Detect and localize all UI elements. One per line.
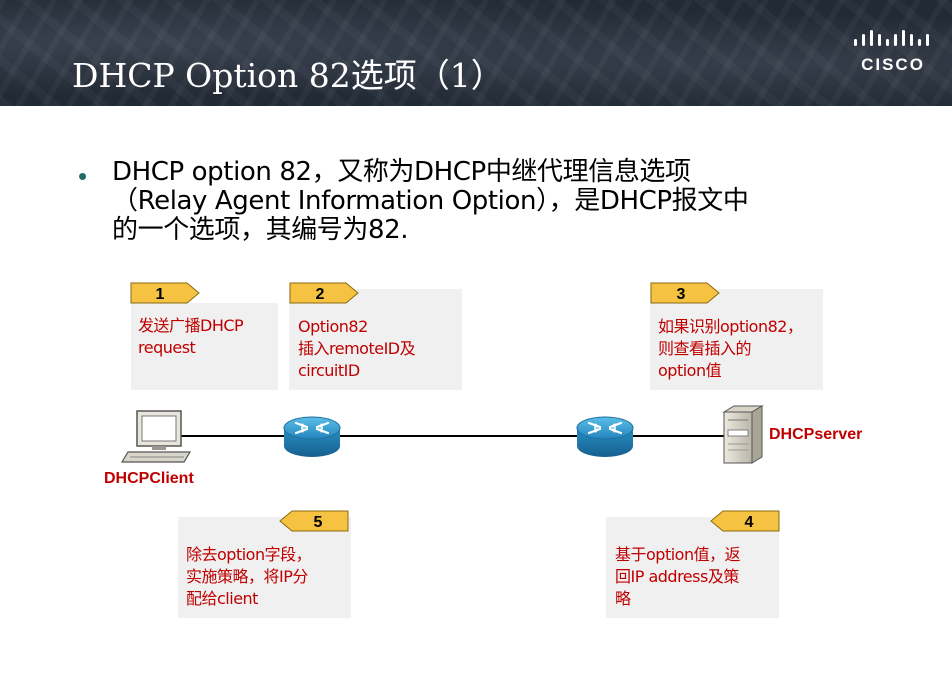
step-3-text: 如果识别option82， 则查看插入的 option值 bbox=[658, 316, 803, 382]
step-text-line: option值 bbox=[658, 361, 722, 380]
step-text-line: request bbox=[138, 338, 196, 357]
slide-title: DHCP Option 82选项（1） bbox=[72, 56, 504, 95]
logo-wordmark: CISCO bbox=[861, 55, 925, 74]
step-text-line: 配给client bbox=[186, 589, 258, 608]
router-icon bbox=[283, 416, 341, 457]
step-2-text: Option82 插入remoteID及 circuitID bbox=[298, 316, 416, 382]
step-2-number: 2 bbox=[316, 286, 325, 303]
step-4-box bbox=[606, 517, 779, 618]
cisco-bridge-icon bbox=[854, 30, 929, 46]
step-5-badge: 5 bbox=[279, 510, 349, 532]
step-5-box bbox=[178, 517, 351, 618]
bullet-paragraph: DHCP option 82，又称为DHCP中继代理信息选项 （Relay Ag… bbox=[112, 158, 872, 245]
header-banner: DHCP Option 82选项（1） CISCO bbox=[0, 0, 952, 106]
server-icon bbox=[722, 405, 764, 464]
step-text-line: 则查看插入的 bbox=[658, 339, 752, 358]
step-1-box bbox=[131, 303, 278, 390]
step-3-badge: 3 bbox=[650, 282, 720, 304]
paragraph-line: （Relay Agent Information Option），是DHCP报文… bbox=[112, 186, 749, 216]
step-text-line: 基于option值，返 bbox=[615, 545, 741, 564]
step-4-badge: 4 bbox=[710, 510, 780, 532]
step-1-text: 发送广播DHCP request bbox=[138, 315, 244, 359]
step-3-box bbox=[650, 289, 823, 390]
step-text-line: 略 bbox=[615, 589, 631, 608]
step-5-text: 除去option字段， 实施策略，将IP分 配给client bbox=[186, 544, 312, 610]
step-text-line: 插入remoteID及 bbox=[298, 339, 416, 358]
step-1-badge: 1 bbox=[130, 282, 200, 304]
step-3-number: 3 bbox=[677, 286, 686, 303]
paragraph-line: 的一个选项，其编号为82. bbox=[112, 215, 409, 245]
step-text-line: 除去option字段， bbox=[186, 545, 312, 564]
step-text-line: 如果识别option82， bbox=[658, 317, 803, 336]
step-text-line: 实施策略，将IP分 bbox=[186, 567, 308, 586]
bullet-marker: • bbox=[78, 161, 88, 191]
client-label: DHCPClient bbox=[104, 470, 194, 487]
step-2-badge: 2 bbox=[289, 282, 359, 304]
step-5-number: 5 bbox=[314, 514, 323, 531]
step-text-line: 发送广播DHCP bbox=[138, 316, 244, 335]
cisco-logo: CISCO bbox=[852, 30, 934, 76]
server-label: DHCPserver bbox=[769, 426, 863, 443]
step-4-text: 基于option值，返 回IP address及策 略 bbox=[615, 544, 741, 610]
step-text-line: Option82 bbox=[298, 317, 368, 336]
computer-icon bbox=[120, 410, 192, 463]
step-1-number: 1 bbox=[156, 286, 165, 303]
step-4-number: 4 bbox=[745, 514, 754, 531]
step-text-line: 回IP address及策 bbox=[615, 567, 739, 586]
step-text-line: circuitID bbox=[298, 361, 360, 380]
paragraph-line: DHCP option 82，又称为DHCP中继代理信息选项 bbox=[112, 157, 691, 187]
step-2-box bbox=[289, 289, 462, 390]
router-icon bbox=[576, 416, 634, 457]
